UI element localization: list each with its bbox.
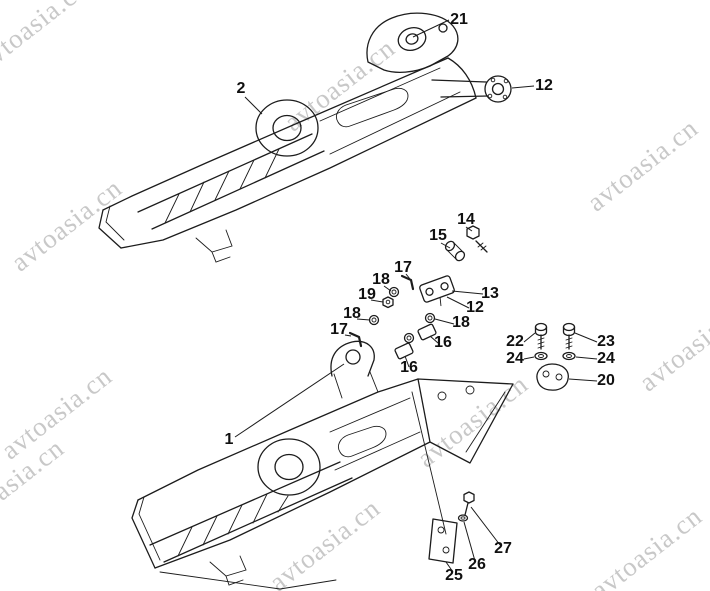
- callout-16-right: 16: [434, 334, 452, 351]
- swivel-flange: [431, 75, 512, 103]
- callout-25: 25: [445, 567, 463, 584]
- callout-labels: 21 2 12 14 15 17 18 19 18 13 12 18 16 17…: [225, 11, 615, 584]
- callout-17-upper: 17: [394, 259, 412, 276]
- fitting-16-right: [417, 323, 437, 341]
- pivot-boss-lower: [257, 438, 321, 496]
- bolt-22: [534, 322, 548, 350]
- washer-18-mid: [403, 332, 415, 344]
- callout-18-top: 18: [372, 271, 390, 288]
- lower-assembly-drawing: [131, 340, 514, 590]
- callout-1: 1: [225, 431, 234, 448]
- clamp-20: [536, 363, 569, 391]
- washer-26: [457, 514, 469, 522]
- side-plate: [417, 378, 514, 464]
- track-rails-lower: [149, 461, 353, 563]
- callout-18-right: 18: [452, 314, 470, 331]
- washer-24-left: [534, 351, 548, 361]
- callout-21: 21: [450, 11, 468, 28]
- callout-14: 14: [457, 211, 475, 228]
- watermark-text: avtoasia.cn: [263, 493, 385, 591]
- watermark-text: avtoasia.cn: [633, 293, 710, 398]
- fitting-16-lower: [394, 342, 414, 360]
- bolt-23: [562, 322, 576, 350]
- washer-18-right: [424, 312, 436, 324]
- plate-25: [428, 518, 458, 564]
- fitting-15: [444, 240, 466, 262]
- callout-23: 23: [597, 333, 615, 350]
- callout-20: 20: [597, 372, 615, 389]
- elbow-17-lower: [348, 331, 363, 348]
- callout-16-lower: 16: [400, 359, 418, 376]
- callout-13: 13: [481, 285, 499, 302]
- block-13-12: [419, 275, 455, 307]
- callout-22: 22: [506, 333, 524, 350]
- callout-24-right: 24: [597, 350, 615, 367]
- callout-26: 26: [468, 556, 486, 573]
- bolt-27: [463, 491, 475, 516]
- pivot-boss: [255, 99, 319, 157]
- clamp-hardware-group: [534, 322, 576, 391]
- leader-lines: [234, 19, 598, 573]
- callout-15: 15: [429, 227, 447, 244]
- washer-24-right: [562, 351, 576, 361]
- rear-bracket: [366, 12, 459, 73]
- callout-19: 19: [358, 286, 376, 303]
- callout-18-left: 18: [343, 305, 361, 322]
- washer-18-left: [368, 314, 380, 326]
- washer-18-top: [388, 286, 400, 298]
- callout-17-lower: 17: [330, 321, 348, 338]
- front-arm-bracket: [330, 340, 379, 399]
- callout-12-upper: 12: [535, 77, 553, 94]
- bottom-hardware-group: [428, 491, 475, 564]
- track-rails-upper: [137, 133, 325, 230]
- bolt-14: [466, 225, 488, 253]
- callout-24-left: 24: [506, 350, 524, 367]
- nut-19: [382, 296, 394, 309]
- watermark-text: avtoasia.cn: [585, 501, 707, 591]
- callout-2: 2: [237, 80, 246, 97]
- watermark-text: avtoasia.cn: [278, 33, 400, 138]
- watermark-text: avtoasia.cn: [0, 0, 94, 77]
- callout-27: 27: [494, 540, 512, 557]
- elbow-17-upper: [400, 274, 415, 291]
- watermark-text: avtoasia.cn: [581, 113, 703, 218]
- fitting-cluster: [348, 225, 488, 360]
- upper-assembly-drawing: [98, 12, 512, 263]
- callout-12-lower: 12: [466, 299, 484, 316]
